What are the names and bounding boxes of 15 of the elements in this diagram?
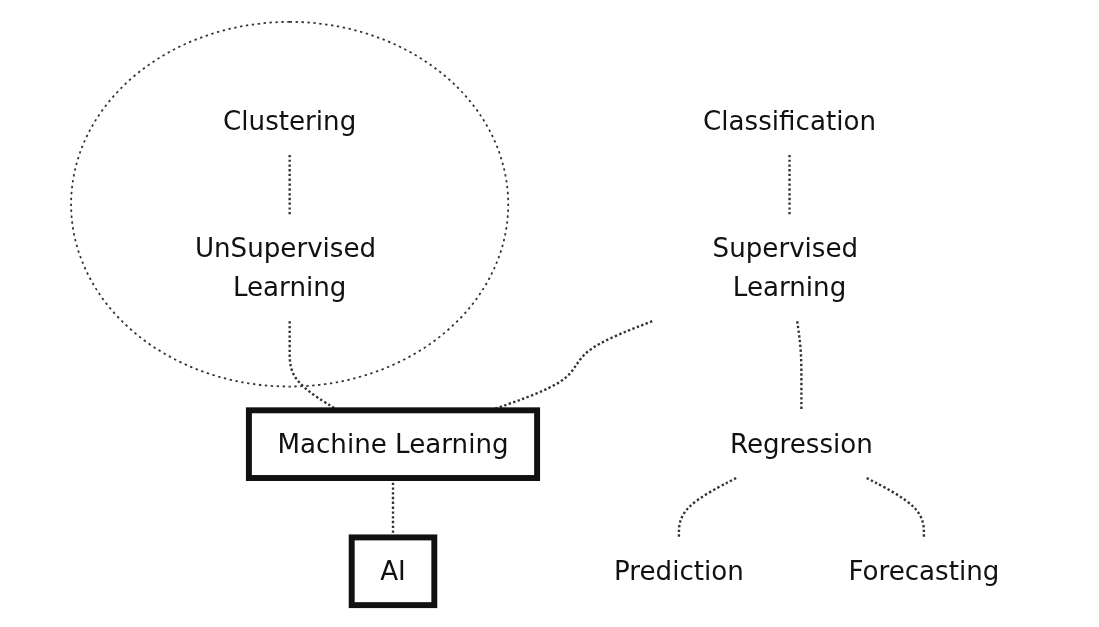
connector	[288, 154, 291, 215]
node-text: Regression	[729, 429, 873, 460]
node-text: Prediction	[614, 556, 744, 587]
node-box: Machine Learning	[245, 407, 541, 481]
cluster	[70, 21, 510, 388]
connector	[677, 476, 737, 538]
node-box: AI	[348, 534, 438, 609]
connector	[866, 476, 926, 538]
node-text: Classification	[703, 106, 876, 136]
connector	[796, 321, 803, 411]
node-text: Clustering	[223, 106, 357, 136]
node-text: Forecasting	[848, 556, 1000, 587]
connector	[788, 154, 791, 215]
node-text: UnSupervised Learning	[194, 233, 377, 303]
node-text: Supervised Learning	[712, 233, 859, 303]
